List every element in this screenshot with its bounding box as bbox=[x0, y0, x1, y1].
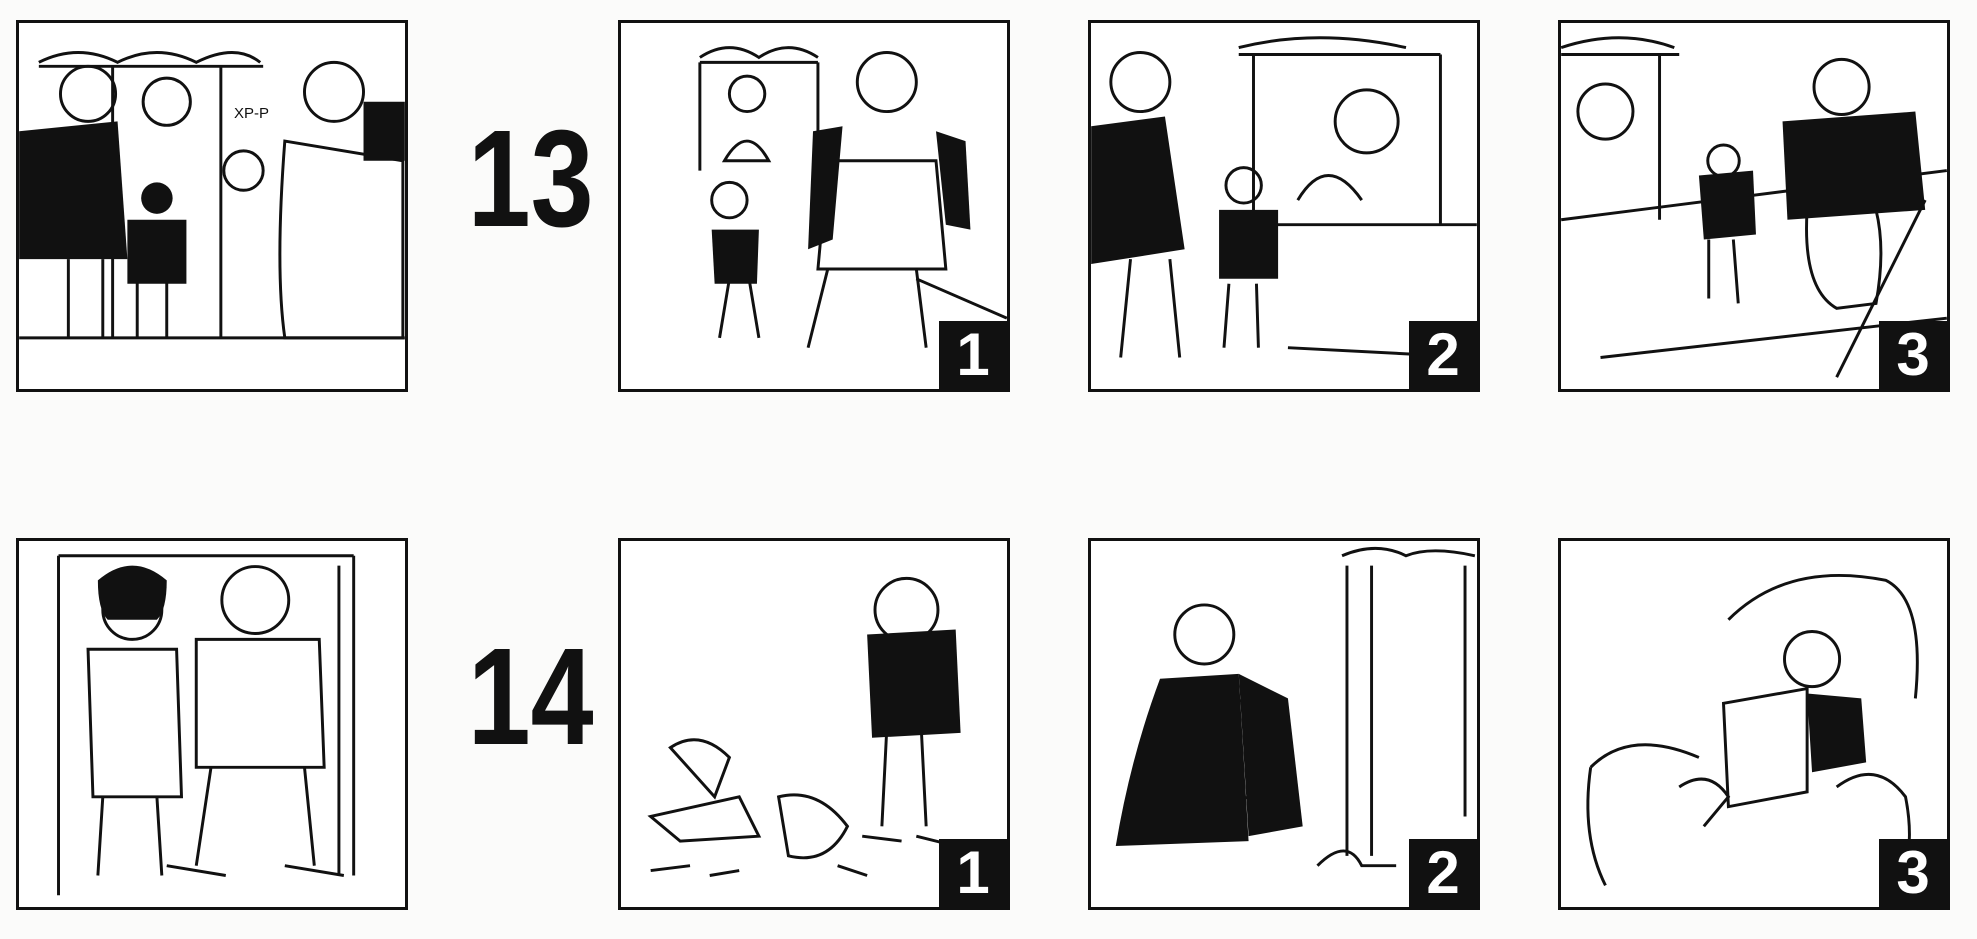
seq14-panel-2: 2 bbox=[1088, 538, 1480, 910]
seq14-panel-2-drawing bbox=[1115, 546, 1476, 868]
panel-order-badge-1: 1 bbox=[939, 839, 1007, 907]
seq14-panel-3-drawing bbox=[1586, 574, 1919, 887]
panel-order-badge-2: 2 bbox=[1409, 839, 1477, 907]
sequence-number-14: 14 bbox=[467, 620, 594, 774]
seq14-panel-3: 3 bbox=[1558, 538, 1950, 910]
sound-effect-text: XP-P bbox=[234, 105, 270, 122]
seq13-intro-panel: XP-P bbox=[16, 20, 408, 392]
seq13-panel-3: 3 bbox=[1558, 20, 1950, 392]
seq14-panel-1-drawing bbox=[647, 576, 961, 877]
seq14-intro-panel bbox=[16, 538, 408, 910]
panel-order-badge-1: 1 bbox=[939, 321, 1007, 389]
seq13-panel-2: 2 bbox=[1088, 20, 1480, 392]
seq14-intro-drawing bbox=[57, 554, 356, 896]
sequence-14: 14 1 bbox=[0, 538, 1977, 928]
seq13-panel-1: 1 bbox=[618, 20, 1010, 392]
panel-order-badge-2: 2 bbox=[1409, 321, 1477, 389]
panel-order-badge-3: 3 bbox=[1879, 321, 1947, 389]
seq13-panel-3-drawing bbox=[1561, 36, 1947, 378]
panel-order-badge-3: 3 bbox=[1879, 839, 1947, 907]
seq13-intro-drawing bbox=[19, 51, 405, 340]
seq14-panel-1: 1 bbox=[618, 538, 1010, 910]
sequence-13: XP-P 13 1 bbox=[0, 20, 1977, 410]
seq13-panel-1-drawing bbox=[698, 46, 1007, 349]
sequence-number-13: 13 bbox=[467, 102, 594, 256]
